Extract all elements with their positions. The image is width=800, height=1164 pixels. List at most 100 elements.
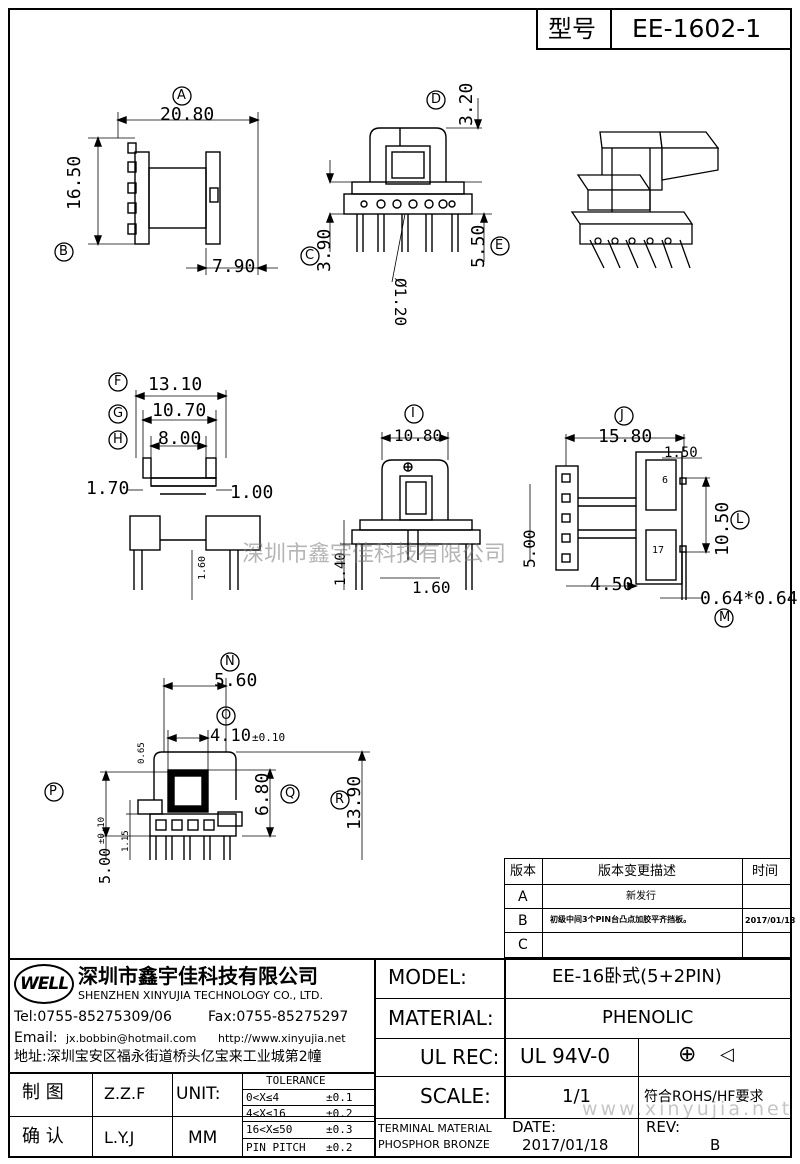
dim-f-value: 13.10 — [148, 374, 203, 395]
check-value: L.Y.J — [104, 1128, 135, 1147]
rev-row-b-desc: 初级中间3个PIN台凸点加胶平齐挡板。 — [550, 915, 692, 924]
projection-icon: ◁ — [720, 1044, 734, 1065]
rev-row-a-desc: 新发行 — [626, 891, 656, 902]
dim-c-value: 3.90 — [314, 228, 335, 272]
dim-b-value: 16.50 — [64, 155, 85, 210]
tol-row-2-tol: ±0.2 — [326, 1107, 353, 1120]
dim-o-small-value: 0.65 — [137, 742, 147, 764]
tol-row-2-range: 4<X≤16 — [246, 1107, 286, 1120]
rev-row-a-rev: A — [518, 889, 528, 905]
tol-row-1-tol: ±0.1 — [326, 1091, 353, 1104]
view-front-i — [340, 432, 481, 590]
material-label: MATERIAL: — [388, 1006, 494, 1030]
date-label: DATE: — [512, 1118, 557, 1136]
marker-c: C — [305, 248, 315, 263]
company-website: http://www.xinyujia.net — [218, 1032, 346, 1045]
model-label: MODEL: — [388, 965, 467, 989]
tolerance-title: TOLERANCE — [266, 1074, 326, 1087]
dim-a-value: 20.80 — [160, 104, 215, 125]
rev-value: B — [710, 1136, 721, 1154]
crosshair-icon: ⊕ — [678, 1042, 697, 1067]
watermark-company: 深圳市鑫宇佳科技有限公司 — [242, 542, 507, 567]
dim-pin-dia-value: Ø1.20 — [391, 278, 410, 327]
marker-l: L — [736, 512, 744, 527]
dim-i-bottom-value: 1.60 — [412, 578, 451, 597]
draw-label: 制 图 — [22, 1082, 64, 1103]
dim-m-value: 0.64*0.64 — [700, 588, 798, 609]
pin-6-label: 6 — [662, 475, 669, 486]
check-label: 确 认 — [22, 1126, 64, 1147]
ulrec-label: UL REC: — [420, 1045, 500, 1069]
marker-h: H — [113, 432, 123, 447]
dim-r-value: 13.90 — [344, 775, 365, 830]
view-top-jlm — [529, 433, 711, 600]
tol-row-4-range: PIN PITCH — [246, 1141, 306, 1154]
unit-label: UNIT: — [176, 1084, 221, 1104]
dim-g-value: 10.70 — [152, 400, 207, 421]
scale-label: SCALE: — [420, 1084, 491, 1108]
rev-label: REV: — [646, 1118, 680, 1136]
company-email-label: Email: — [14, 1030, 58, 1046]
dim-o-tol: ±0.10 — [252, 731, 286, 744]
dim-h-right-value: 1.00 — [230, 482, 274, 503]
view-section-nr — [100, 678, 370, 860]
company-address: 地址:深圳宝安区福永街道桥头亿宝来工业城第2幢 — [14, 1049, 322, 1065]
dim-h-value: 8.00 — [158, 428, 202, 449]
marker-f: F — [114, 374, 122, 389]
dim-h-left-value: 1.70 — [86, 478, 130, 499]
rev-row-b-rev: B — [518, 913, 528, 929]
header-model-box — [536, 8, 792, 50]
marker-n: N — [225, 654, 235, 669]
date-value: 2017/01/18 — [522, 1136, 609, 1154]
rev-header-rev: 版本 — [510, 864, 537, 879]
dim-j-top-value: 1.50 — [664, 445, 698, 461]
company-tel: Tel:0755-85275309/06 — [14, 1009, 172, 1025]
dim-l-value: 10.50 — [712, 501, 733, 556]
marker-m: M — [719, 610, 731, 625]
dim-p-tol: ±0.10 — [97, 816, 107, 844]
header-model-code: EE-1602-1 — [632, 14, 762, 43]
sheet-border — [8, 8, 792, 1158]
dim-i-value: 10.80 — [394, 426, 443, 445]
company-name-cn: 深圳市鑫宇佳科技有限公司 — [78, 964, 318, 988]
dim-j-value: 15.80 — [598, 426, 653, 447]
tol-row-4-tol: ±0.2 — [326, 1141, 353, 1154]
dim-o-value: 4.10 — [210, 726, 251, 746]
header-divider — [610, 8, 612, 50]
rohs-note: 符合ROHS/HF要求 — [644, 1089, 764, 1105]
marker-e: E — [495, 238, 504, 253]
marker-i: I — [411, 406, 415, 421]
pin-17-label: 17 — [652, 545, 665, 556]
dim-d-value: 3.20 — [456, 82, 477, 126]
rev-row-c-rev: C — [518, 937, 528, 953]
marker-d: D — [431, 92, 442, 107]
watermark-url: www.xinyujia.net — [582, 1098, 793, 1120]
view-side-ab — [88, 112, 278, 275]
dim-h-small-value: 1.60 — [197, 555, 208, 580]
tol-row-3-tol: ±0.3 — [326, 1123, 353, 1136]
rev-header-desc: 版本变更描述 — [598, 864, 677, 879]
company-logo: WELL — [14, 964, 74, 1004]
marker-a: A — [177, 88, 186, 103]
tol-row-1-range: 0<X≤4 — [246, 1091, 280, 1104]
model-value: EE-16卧式(5+2PIN) — [552, 966, 722, 987]
dim-n-value: 5.60 — [214, 670, 258, 691]
company-fax: Fax:0755-85275297 — [208, 1009, 349, 1025]
marker-b: B — [59, 244, 68, 259]
marker-g: G — [113, 406, 124, 421]
marker-o: O — [221, 708, 232, 723]
company-email: jx.bobbin@hotmail.com — [66, 1032, 197, 1045]
rev-row-b-time: 2017/01/18 — [745, 916, 796, 925]
ulrec-value: UL 94V-0 — [520, 1044, 611, 1068]
header-model-label: 型号 — [548, 15, 596, 43]
marker-p: P — [49, 784, 57, 799]
dim-e-value: 5.50 — [468, 224, 489, 268]
marker-j: J — [620, 408, 624, 423]
marker-q: Q — [285, 786, 296, 801]
dim-j-left-value: 5.00 — [520, 529, 539, 568]
dim-p-small-value: 1.15 — [121, 830, 131, 852]
view-isometric — [570, 131, 720, 269]
scale-value: 1/1 — [562, 1086, 591, 1107]
draw-value: Z.Z.F — [104, 1084, 146, 1103]
